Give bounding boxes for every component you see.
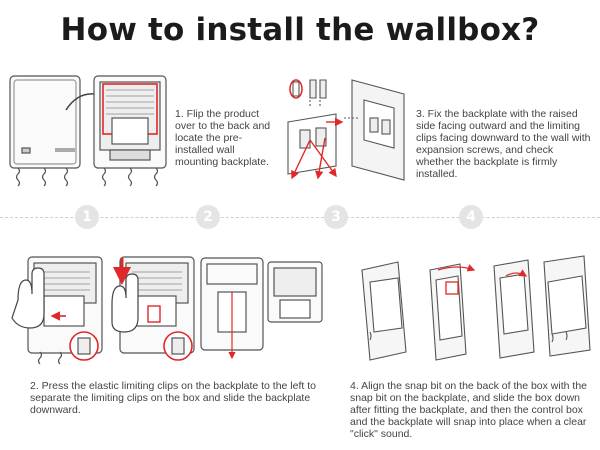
- step3-screws-diagram: [287, 79, 337, 175]
- step1-front-box: [9, 75, 81, 187]
- step3-text: 3. Fix the backplate with the raised sid…: [416, 108, 591, 180]
- page-title: How to install the wallbox?: [60, 12, 540, 48]
- step3-wall-backplate: [344, 79, 405, 181]
- step1-text: 1. Flip the product over to the back and…: [175, 108, 271, 168]
- step-badge-1: 1: [75, 205, 99, 229]
- step-badge-4: 4: [459, 205, 483, 229]
- step4-text: 4. Align the snap bit on the back of the…: [350, 380, 587, 440]
- step4-mounting-sequence: [361, 255, 591, 361]
- step2-box-hand-left: [11, 256, 103, 365]
- step2-text: 2. Press the elastic limiting clips on t…: [30, 380, 316, 416]
- step2-separated-backplate: [200, 257, 323, 360]
- step-badge-3: 3: [324, 205, 348, 229]
- section-divider: [0, 217, 600, 218]
- step-badge-2: 2: [196, 205, 220, 229]
- step2-box-hand-down: [111, 256, 195, 361]
- step1-back-box: [93, 75, 167, 187]
